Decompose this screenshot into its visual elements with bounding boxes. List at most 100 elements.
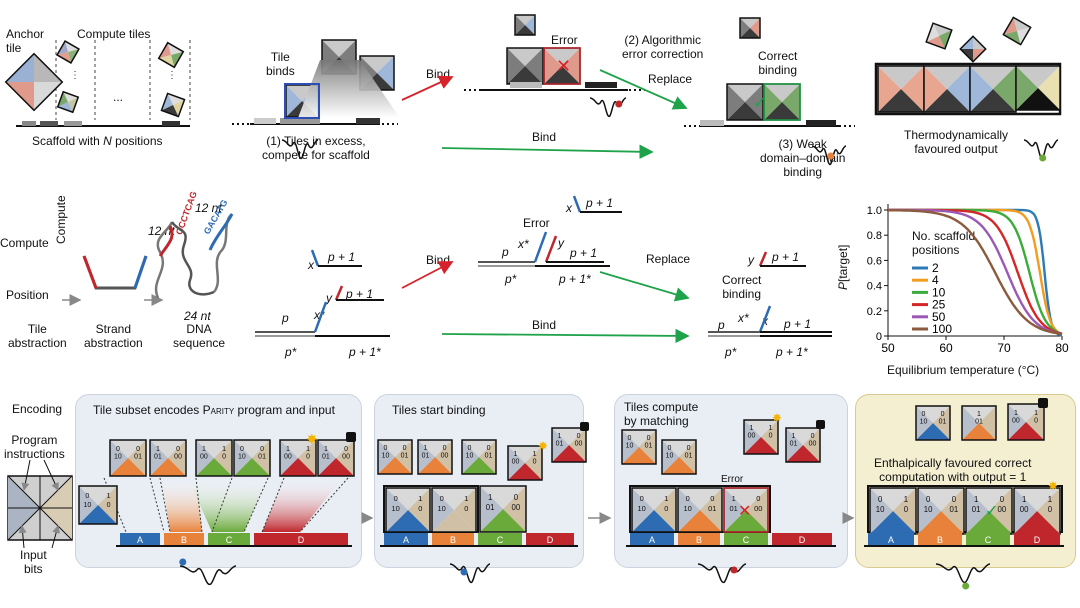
arrow-bind-direct-2: [441, 328, 690, 344]
tile-bit: 0: [811, 433, 815, 440]
thermo-output-label: Thermodynamically favoured output: [904, 128, 1009, 156]
legend-entry: 10: [932, 285, 946, 299]
chart-legend-title: No. scaffold positions: [912, 229, 976, 257]
tile-bit: 0: [176, 446, 180, 453]
strand-diagram-1: [255, 249, 390, 337]
program-instructions-label: Program instructions: [4, 433, 65, 461]
strand-p1star-label: p + 1*: [349, 345, 381, 359]
tile-bit: 1: [974, 495, 978, 504]
legend-entry: 100: [932, 322, 952, 336]
state-dot: [460, 568, 468, 576]
tile-bit: 0: [1048, 505, 1053, 514]
star-icon: ✸: [306, 431, 318, 447]
anchor-tile-label: Anchor tile: [6, 27, 45, 55]
tile-bit: 01: [730, 504, 738, 513]
tile-bit: 00: [342, 454, 350, 461]
panel1-beams: [103, 477, 349, 533]
slot-label: B: [696, 535, 702, 545]
chart-xlabel: Equilibrium temperature (°C): [887, 363, 1040, 377]
tile-bit: 10: [638, 504, 646, 513]
floating-tile-2: [739, 17, 761, 39]
tile-bit: 0: [533, 459, 537, 466]
tile-bit: 00: [998, 505, 1007, 514]
slot-label: A: [403, 535, 409, 545]
slot-B: B: [918, 533, 962, 545]
state-dot: [179, 558, 187, 566]
tile-bit: 1: [732, 494, 736, 503]
floating-out-2: [959, 35, 987, 63]
tile-bit: 1: [418, 494, 422, 503]
strand-diagram-3: [708, 251, 832, 337]
replace-label-1: Replace: [648, 72, 693, 86]
svg-text:⋮: ⋮: [167, 70, 177, 81]
strand-xstar-label: x*: [314, 308, 325, 322]
tile-bit: 0: [769, 433, 773, 440]
dna-helix: [154, 213, 234, 299]
tile-bit: 0: [85, 493, 89, 500]
tile-bit: 10: [438, 504, 446, 513]
slot-C: C: [208, 533, 250, 545]
tile-bit: 0: [922, 411, 926, 418]
tile-bit: 1: [324, 446, 328, 453]
check-icon: ✓: [753, 95, 766, 112]
compute-tile-small: [56, 90, 80, 114]
tile-bit: 1: [306, 446, 310, 453]
tile-bit: 00: [512, 459, 520, 466]
panel1-title: Tile subset encodes Parity program and i…: [93, 403, 335, 417]
tile-bit: 1: [107, 493, 111, 500]
tile-bit: 1: [202, 446, 206, 453]
tile-bit: 00: [284, 454, 292, 461]
slot-label: C: [497, 535, 504, 545]
tile-bit: 1: [769, 425, 773, 432]
energy-well-3: [811, 145, 847, 165]
tile-bit: 1: [1014, 410, 1018, 417]
tile-bit: 1: [464, 494, 468, 503]
strand-p-label: p: [282, 311, 289, 325]
tile-bit: 10: [466, 453, 474, 460]
slot-B: B: [164, 533, 204, 545]
scaffold-label: Scaffold with N positions: [32, 134, 163, 148]
slot-A: A: [868, 533, 914, 545]
energy-well-8: [935, 563, 991, 590]
tile-bit: 0: [926, 495, 931, 504]
legend-entry: 4: [932, 273, 939, 287]
slot-label: B: [450, 535, 456, 545]
tile-bit: 1: [286, 446, 290, 453]
floating-tile: [514, 14, 536, 36]
correct-binding-label-2: Correct binding: [722, 273, 762, 301]
tile-bit: 0: [686, 494, 690, 503]
energy-well-4: [1023, 139, 1059, 162]
series-line-25: [888, 208, 1063, 335]
tile-bit: 00: [809, 441, 817, 448]
tile-bit: 0: [384, 445, 388, 452]
tile-bit: 01: [939, 419, 947, 426]
strand-p1b-label: p + 1: [346, 287, 374, 301]
tile-bit: 1: [424, 445, 428, 452]
slot-A: A: [384, 533, 428, 545]
tile-bit: 10: [876, 505, 885, 514]
series-line-100: [888, 209, 1063, 336]
slot-C: C: [478, 533, 522, 545]
arrow-replace-1: [599, 69, 688, 110]
tile-bit: 0: [1000, 495, 1005, 504]
err-y-label: y: [558, 236, 564, 250]
error-label-2: Error: [523, 216, 550, 230]
tile-bit: 0: [464, 504, 468, 513]
ellipsis: ...: [113, 90, 124, 104]
arrow-bind-direct-1: [441, 144, 654, 159]
tile-bit: 1: [750, 425, 754, 432]
tile-bit: 01: [975, 419, 983, 426]
cor-xstar-label: x*: [738, 311, 749, 325]
slot-label: D: [547, 535, 554, 545]
tile-bit: 0: [487, 445, 491, 452]
slot-D: D: [526, 533, 574, 545]
tile-bit: 0: [107, 502, 111, 509]
